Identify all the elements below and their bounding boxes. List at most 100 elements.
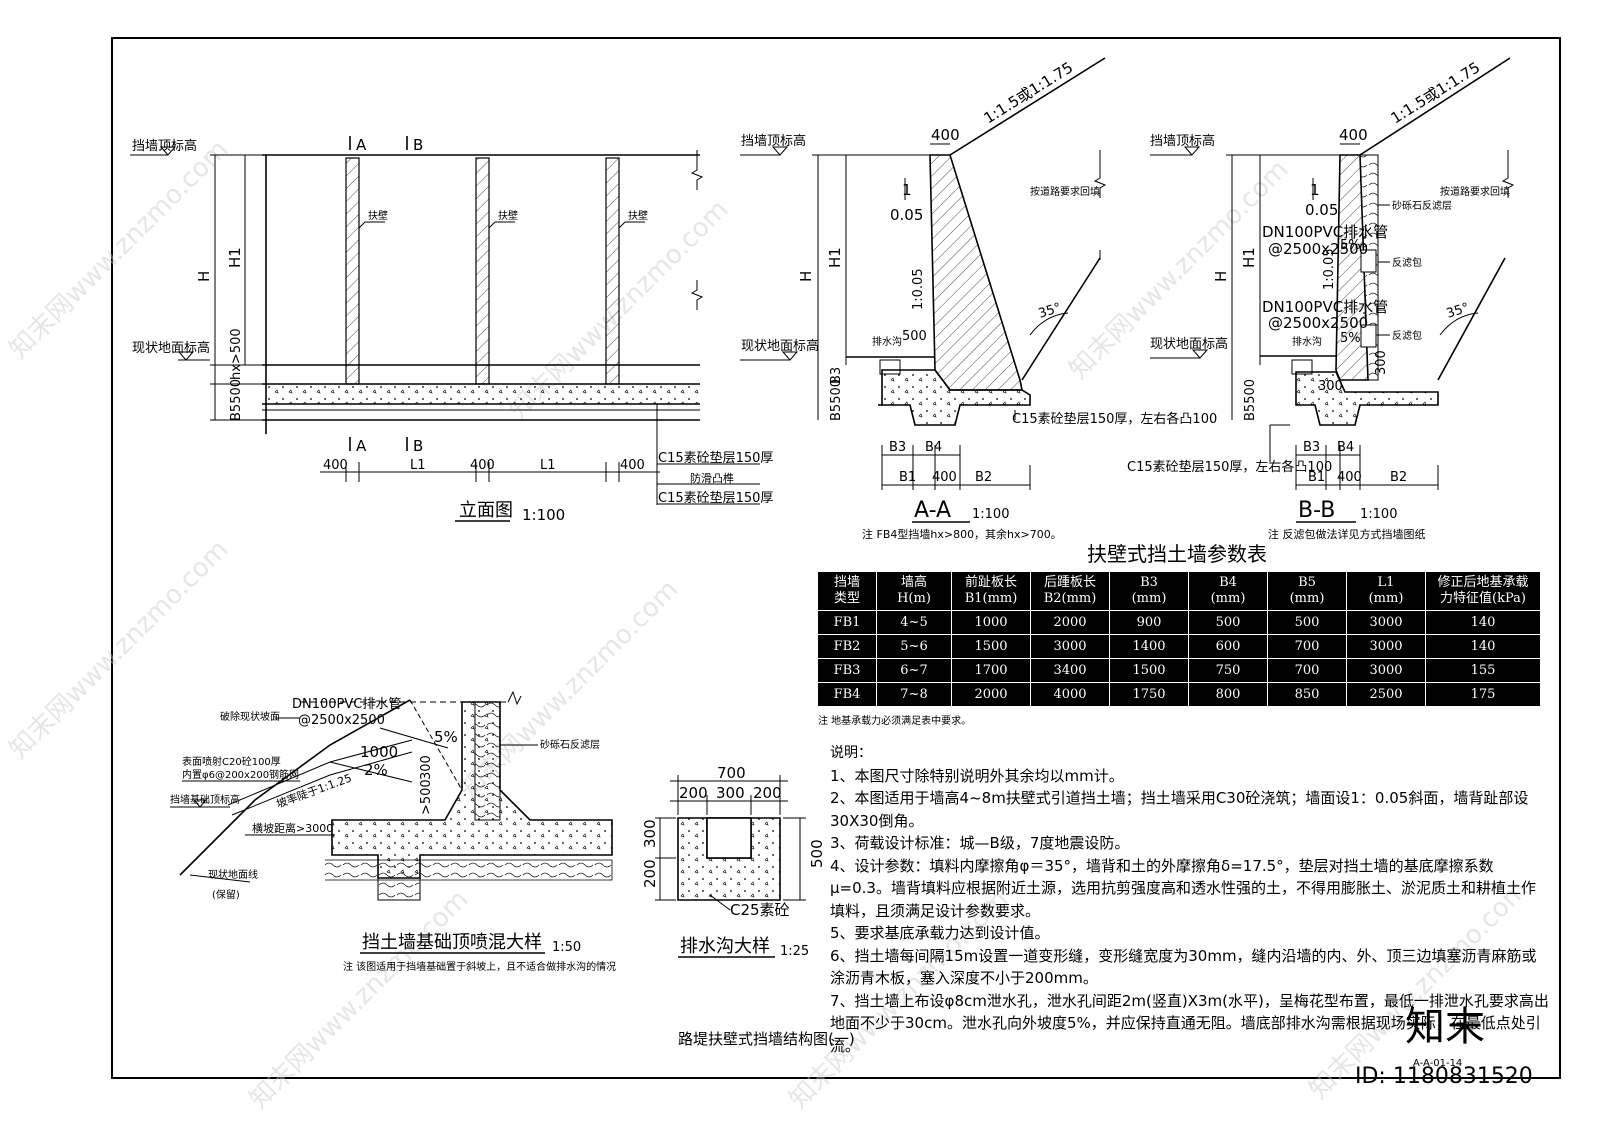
bb-filter3: 反滤包: [1392, 329, 1422, 342]
aa-angle: 35°: [1037, 300, 1064, 321]
note-item: 6、挡土墙每间隔15m设置一道变形缝，变形缝宽度为30mm，缝内沿墙的内、外、顶…: [830, 946, 1537, 988]
bb-cushion: C15素砼垫层150厚，左右各凸100: [1127, 459, 1332, 475]
table-cell: 800: [1188, 682, 1268, 707]
table-row: FB2 5~6 1500 3000 1400 600 700 3000 140: [817, 634, 1541, 659]
watermark-4: 知末网www.znzmo.com: [4, 534, 235, 765]
table-cell: 1000: [951, 610, 1031, 635]
table-cell: 700: [1267, 634, 1347, 659]
elevation-section-a-bottom: A: [356, 437, 367, 455]
elevation-buttress-label-3: 扶壁: [628, 209, 648, 222]
bb-top-width: 400: [1339, 126, 1368, 144]
aa-face-batter: 1:0.05: [911, 268, 926, 310]
sheet-title: 路堤扶壁式挡墙结构图(一): [678, 1030, 855, 1048]
table-header-cell: 挡墙类型: [817, 571, 877, 611]
elevation-layer-2: 防滑凸榫: [690, 471, 734, 485]
table-cell: FB4: [817, 682, 877, 707]
note-item: 5、要求基底承载力达到设计值。: [830, 924, 1050, 942]
bb-batter-top: 1: [1310, 181, 1320, 199]
table-cell: 5~6: [876, 634, 952, 659]
bb-dim-B3: B3: [1303, 440, 1320, 455]
foundation-detail-view: DN100PVC排水管 @2500x2500 破除现状坡面 表面喷射C20砼10…: [170, 690, 616, 973]
aa-dim-H: H: [797, 271, 815, 282]
table-cell: 6~7: [876, 658, 952, 683]
ditch-dim-top-1: 200: [679, 784, 708, 802]
elevation-section-b-bottom: B: [413, 437, 423, 455]
table-cell: 1500: [1109, 658, 1189, 683]
table-cell: 1400: [1109, 634, 1189, 659]
elevation-layer-3: C15素砼垫层150厚: [658, 490, 773, 506]
bb-dim-300b: 300: [1374, 350, 1389, 375]
fd-note: 注 该图适用于挡墙基础置于斜坡上，且不适合做排水沟的情况: [343, 960, 616, 973]
table-header-cell: B4(mm): [1188, 571, 1268, 611]
table-cell: 1750: [1109, 682, 1189, 707]
table-header-cell: B5(mm): [1267, 571, 1347, 611]
table-cell: 3000: [1346, 658, 1426, 683]
elevation-dim-H: H: [195, 271, 213, 282]
sheet-border: [111, 37, 1561, 1079]
aa-batter-val: 0.05: [890, 206, 923, 224]
table-cell: 2500: [1346, 682, 1426, 707]
bb-dim-H1: H1: [1240, 247, 1258, 268]
aa-ground-level-label: 现状地面标高: [741, 338, 819, 354]
bb-dim-300a: 300: [1318, 379, 1343, 394]
fd-dist: 横坡距离>3000: [252, 821, 333, 835]
section-bb-view: 挡墙顶标高 现状地面标高 H H1 B5500 1:1.5或1:1.75 400…: [1127, 57, 1515, 541]
bb-pct1: 5%: [1340, 238, 1361, 253]
note-item: 3、荷载设计标准：城—B级，7度地震设防。: [830, 834, 1130, 852]
aa-dim-500: 500: [902, 329, 927, 344]
bb-face-batter: 1:0.05: [1322, 248, 1337, 290]
fd-spray: 表面喷射C20砼100厚: [182, 755, 281, 768]
table-cell: 1700: [951, 658, 1031, 683]
brand-logo: 知末: [1405, 1004, 1485, 1050]
aa-slope-label: 1:1.5或1:1.75: [981, 58, 1077, 127]
fd-ground-sub: (保留): [212, 888, 240, 901]
elevation-scale: 1:100: [522, 506, 565, 524]
ditch-title: 排水沟大样: [680, 936, 770, 957]
table-cell: 140: [1425, 610, 1541, 635]
ditch-dim-left-1: 300: [641, 819, 659, 848]
notes-heading: 说明：: [830, 745, 872, 761]
aa-note: 注 FB4型挡墙hx>800，其余hx>700。: [862, 527, 1062, 541]
bb-dim-B1: B1: [1308, 470, 1325, 485]
aa-dim-B2: B2: [975, 470, 992, 485]
aa-drain: 排水沟: [872, 335, 902, 348]
bb-dim-B4: B4: [1337, 440, 1354, 455]
table-header-cell: 修正后地基承载力特征值(kPa): [1425, 571, 1541, 611]
ditch-detail-view: 700 200 300 200 300 200 500 C25素砼 排水沟大样 …: [641, 764, 826, 959]
table-cell: 175: [1425, 682, 1541, 707]
table-cell: 2000: [1030, 610, 1110, 635]
elevation-section-a-top: A: [356, 136, 367, 154]
elevation-top-level-label: 挡墙顶标高: [132, 138, 197, 154]
bb-backfill: 按道路要求回填: [1440, 185, 1510, 198]
table-cell: 4~5: [876, 610, 952, 635]
table-row: FB4 7~8 2000 4000 1750 800 850 2500 175: [817, 682, 1541, 707]
table-cell: 4000: [1030, 682, 1110, 707]
fd-dim-1000: 1000: [360, 743, 398, 761]
table-cell: 500: [1267, 610, 1347, 635]
sheet-code: A-A-01-14: [1413, 1058, 1462, 1069]
aa-dim-B3: B3: [889, 440, 906, 455]
table-row: FB1 4~5 1000 2000 900 500 500 3000 140: [817, 610, 1541, 635]
bb-batter-val: 0.05: [1305, 201, 1338, 219]
table-header-cell: L1(mm): [1346, 571, 1426, 611]
bb-pipe2-spacing: @2500x2500: [1268, 314, 1368, 332]
aa-dim-400: 400: [932, 470, 957, 485]
table-cell: 700: [1267, 658, 1347, 683]
ditch-dim-top-2: 300: [716, 784, 745, 802]
bb-pipe2: DN100PVC排水管: [1262, 298, 1388, 316]
bb-pct2: 5%: [1340, 331, 1361, 346]
aa-backfill: 按道路要求回填: [1030, 185, 1100, 198]
bb-dim-H: H: [1212, 271, 1230, 282]
fd-filter: 砂砾石反滤层: [540, 738, 600, 751]
fd-pipe: DN100PVC排水管: [292, 697, 401, 712]
fd-ground: 现状地面线: [208, 868, 258, 881]
elevation-title: 立面图: [459, 500, 513, 521]
table-cell: 3000: [1346, 610, 1426, 635]
id-label: ID: 1180831520: [1355, 1064, 1533, 1089]
